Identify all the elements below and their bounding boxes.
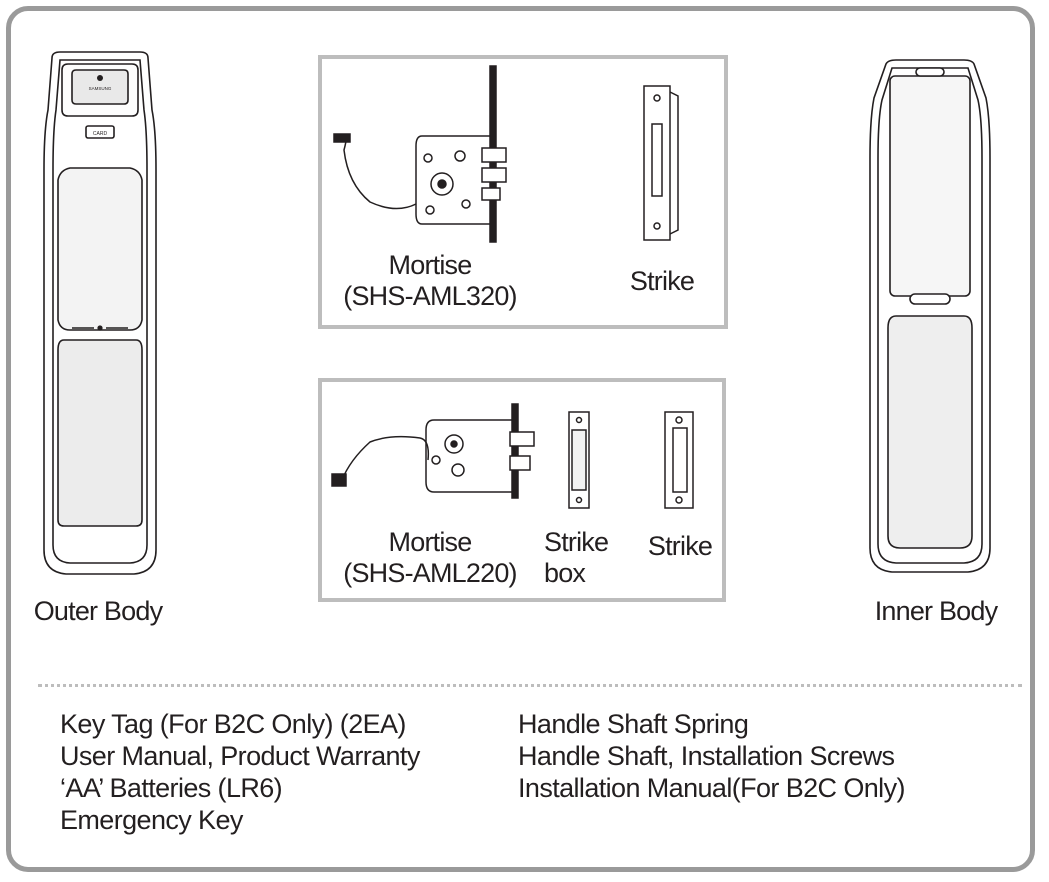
mortise-aml220-name: Mortise — [388, 527, 473, 557]
strike-box-illustration — [568, 411, 590, 509]
accessories-left-list: Key Tag (For B2C Only) (2EA) User Manual… — [60, 708, 420, 836]
accessories-right-list: Handle Shaft Spring Handle Shaft, Instal… — [518, 708, 905, 804]
mortise-aml320-illustration — [333, 65, 507, 243]
list-item: Key Tag (For B2C Only) (2EA) — [60, 709, 406, 739]
strike-box-line2: box — [544, 558, 586, 588]
strike-box-label: Strike box — [544, 527, 609, 589]
mortise-aml220-illustration — [331, 403, 535, 499]
strike-aml220-label: Strike — [647, 531, 713, 561]
strike-aml220-illustration — [664, 411, 694, 509]
mortise-aml320-name: Mortise — [388, 250, 473, 280]
list-item: ‘AA’ Batteries (LR6) — [60, 773, 283, 803]
content-frame — [6, 6, 1035, 872]
inner-body-illustration — [869, 59, 991, 573]
list-item: Emergency Key — [60, 805, 243, 835]
mortise-aml220-label: Mortise (SHS-AML220) — [330, 527, 530, 589]
outer-card-text: CARD — [93, 131, 108, 137]
inner-body-label: Inner Body — [874, 596, 998, 626]
strike-aml320-label: Strike — [629, 266, 695, 296]
outer-body-label: Outer Body — [33, 596, 163, 626]
mortise-aml320-model: (SHS-AML320) — [343, 281, 517, 311]
list-item: Handle Shaft Spring — [518, 709, 749, 739]
list-item: Installation Manual(For B2C Only) — [518, 773, 905, 803]
list-item: User Manual, Product Warranty — [60, 741, 420, 771]
mortise-aml220-box — [318, 378, 726, 602]
outer-brand-text: SAMSUNG — [89, 86, 112, 91]
dotted-divider — [38, 684, 1022, 687]
mortise-aml320-label: Mortise (SHS-AML320) — [330, 250, 530, 312]
mortise-aml220-model: (SHS-AML220) — [343, 558, 517, 588]
list-item: Handle Shaft, Installation Screws — [518, 741, 895, 771]
strike-box-line1: Strike — [544, 527, 609, 557]
strike-aml320-illustration — [643, 85, 679, 241]
outer-body-illustration: SAMSUNG CARD — [43, 51, 157, 575]
